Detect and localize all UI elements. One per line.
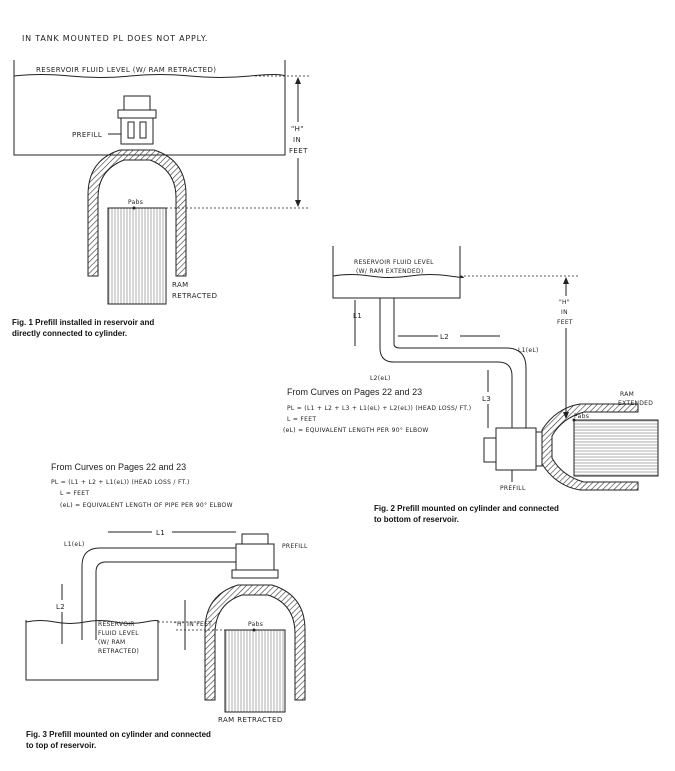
fig1-h-label-2: IN [293,136,301,144]
fig2-caption-2: to bottom of reservoir. [374,515,459,524]
fig3-prefill-label: PREFILL [282,543,308,550]
fig2-h-arrow-bottom [563,412,569,419]
fig1-caption-1: Fig. 1 Prefill installed in reservoir an… [12,318,154,327]
fig3-pipe-inner [95,561,236,640]
fig3-pipe-outer [81,547,236,640]
fig2-l1-label: L1 [353,312,362,320]
fig3-curves-title: From Curves on Pages 22 and 23 [51,462,186,472]
fig1-h-label-1: "H" [291,125,304,133]
fig2-pabs-point [572,418,576,422]
fig2-ram-label-2: EXTENDED [618,400,653,407]
fig1-pabs-point [132,206,136,210]
fig3-prefill-cap [241,533,269,545]
fig3-ram [224,629,286,713]
fig1-prefill-port-right [139,121,147,139]
fig1-prefill-port-left [127,121,135,139]
fig2-prefill-cap [483,437,497,463]
header-note: IN TANK MOUNTED PL DOES NOT APPLY. [22,34,208,43]
fig2-def-el: (eL) = EQUIVALENT LENGTH PER 90° ELBOW [283,427,429,434]
fig2-h-label-bg [555,296,577,328]
fig2-h-arrow-top [563,277,569,284]
fig1-h-arrow-top [295,77,301,84]
fig2-ram-label-1: RAM [620,391,634,398]
fig1-prefill-label: PREFILL [72,131,102,139]
fig2-h-label-2: IN [561,309,568,316]
fig3-l1el-label: L1(eL) [64,541,85,548]
fig3-reservoir-label-2: FLUID LEVEL [98,630,139,637]
fig2-prefill-flange [535,431,543,467]
fig2-l1el-label: L1(eL) [518,347,539,354]
fig3-caption-2: to top of reservoir. [26,741,96,750]
fig3-l1-label: L1 [156,529,165,537]
fig1-prefill-body [120,117,154,145]
fig2-ram [573,419,659,477]
fig2-reservoir-label-2: (W/ RAM EXTENDED) [356,268,424,275]
fig2-cylinder-wall [541,403,639,491]
fig3-prefill-body [235,543,275,571]
fig2-l2-label: L2 [440,333,449,341]
fig1-cylinder-wall [87,149,187,277]
fig2-l2el-label: L2(eL) [370,375,391,382]
fig1-ram [107,207,167,305]
figure-1: RESERVOIR FLUID LEVEL (W/ RAM RETRACTED)… [12,60,310,338]
fig3-reservoir-label-4: RETRACTED) [98,648,139,655]
fig3-cylinder-wall [204,584,306,701]
fig3-fluid-level-line [25,620,159,624]
fig3-reservoir-tank [25,620,159,681]
fig3-l1-bg [152,526,172,538]
fig2-l2-bg [438,330,460,342]
fig2-prefill-label: PREFILL [500,485,526,492]
fig2-h-label-1: "H" [559,299,570,306]
fig2-reservoir-label-1: RESERVOIR FLUID LEVEL [354,259,434,266]
fig1-pabs-label: Pabs [128,199,143,206]
fig3-prefill-flange [231,569,279,579]
figure-2: RESERVOIR FLUID LEVEL (W/ RAM EXTENDED) … [283,246,659,524]
fig1-ram-label-1: RAM [172,281,189,289]
fig1-ram-outline [107,207,167,305]
fig2-h-label-3: FEET [557,319,573,326]
fig2-def-l: L = FEET [287,416,316,423]
fig1-ram-label-2: RETRACTED [172,292,217,300]
fig3-def-l: L = FEET [60,490,89,497]
fig3-h-label: "H" IN FEET [174,621,212,628]
fig1-h-label-3: FEET [289,147,308,155]
fig1-reservoir-label: RESERVOIR FLUID LEVEL (W/ RAM RETRACTED) [36,66,216,74]
figure-3: From Curves on Pages 22 and 23 PL = (L1 … [25,462,308,750]
fig3-l2-bg [54,600,70,612]
fig3-def-el: (eL) = EQUIVALENT LENGTH OF PIPE PER 90°… [60,502,233,509]
fig2-l3-label: L3 [482,395,491,403]
fig3-ram-label: RAM RETRACTED [218,716,283,724]
fig3-reservoir-label-1: RESERVOIR [98,621,135,628]
fig1-h-label-bg [286,122,310,158]
fig1-prefill-cap [123,95,151,111]
fig3-l2-label: L2 [56,603,65,611]
fig3-pabs-label: Pabs [248,621,263,628]
fig2-formula: PL = (L1 + L2 + L3 + L1(eL) + L2(eL)) (H… [287,405,471,412]
fig3-caption-1: Fig. 3 Prefill mounted on cylinder and c… [26,730,211,739]
fig1-prefill-flange [117,109,157,119]
fig1-fluid-level-line [13,74,286,78]
fig2-pipe-outer [393,298,527,428]
fig2-prefill-body [495,427,537,471]
fig3-pabs-point [252,628,256,632]
fig3-reservoir-label-3: (W/ RAM [98,639,126,646]
fig2-pabs-label: Pabs [574,413,589,420]
fig3-formula: PL = (L1 + L2 + L1(eL)) (HEAD LOSS / FT.… [51,479,190,486]
fig2-l3-bg [480,392,496,404]
fig1-h-arrow-bottom [295,200,301,207]
fig2-reservoir-tank [332,246,461,299]
fig2-fluid-level-line [332,274,464,278]
fig2-curves-title: From Curves on Pages 22 and 23 [287,387,422,397]
fig1-caption-2: directly connected to cylinder. [12,329,127,338]
fig2-pipe-inner [379,298,513,428]
fig2-caption-1: Fig. 2 Prefill mounted on cylinder and c… [374,504,559,513]
